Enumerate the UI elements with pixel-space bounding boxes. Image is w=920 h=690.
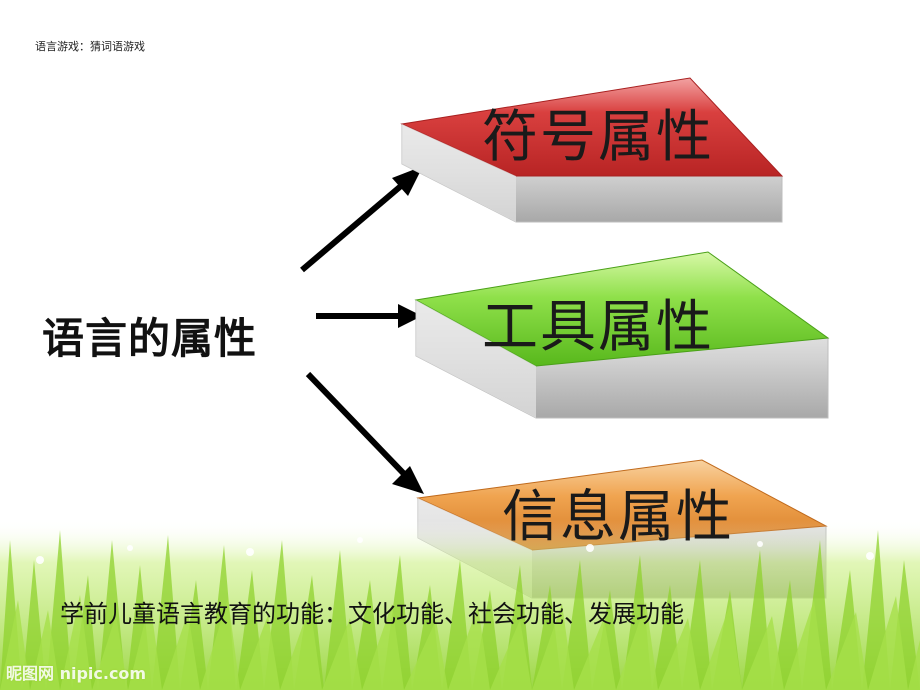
footer-text: 学前儿童语言教育的功能：文化功能、社会功能、发展功能	[60, 600, 684, 628]
main-concept-label: 语言的属性	[42, 314, 258, 363]
header-caption: 语言游戏：猜词语游戏	[35, 40, 145, 53]
box-label-symbol: 符号属性	[482, 105, 714, 170]
grass-decoration	[0, 520, 920, 690]
box-tool	[414, 251, 830, 419]
arrow-to-tool	[316, 304, 422, 328]
arrow-to-info	[305, 371, 424, 494]
box-symbol	[400, 77, 784, 223]
box-label-tool: 工具属性	[482, 295, 714, 360]
arrow-to-symbol	[300, 166, 423, 273]
watermark: 昵图网 nipic.com	[6, 664, 147, 683]
box-label-info: 信息属性	[502, 485, 734, 550]
